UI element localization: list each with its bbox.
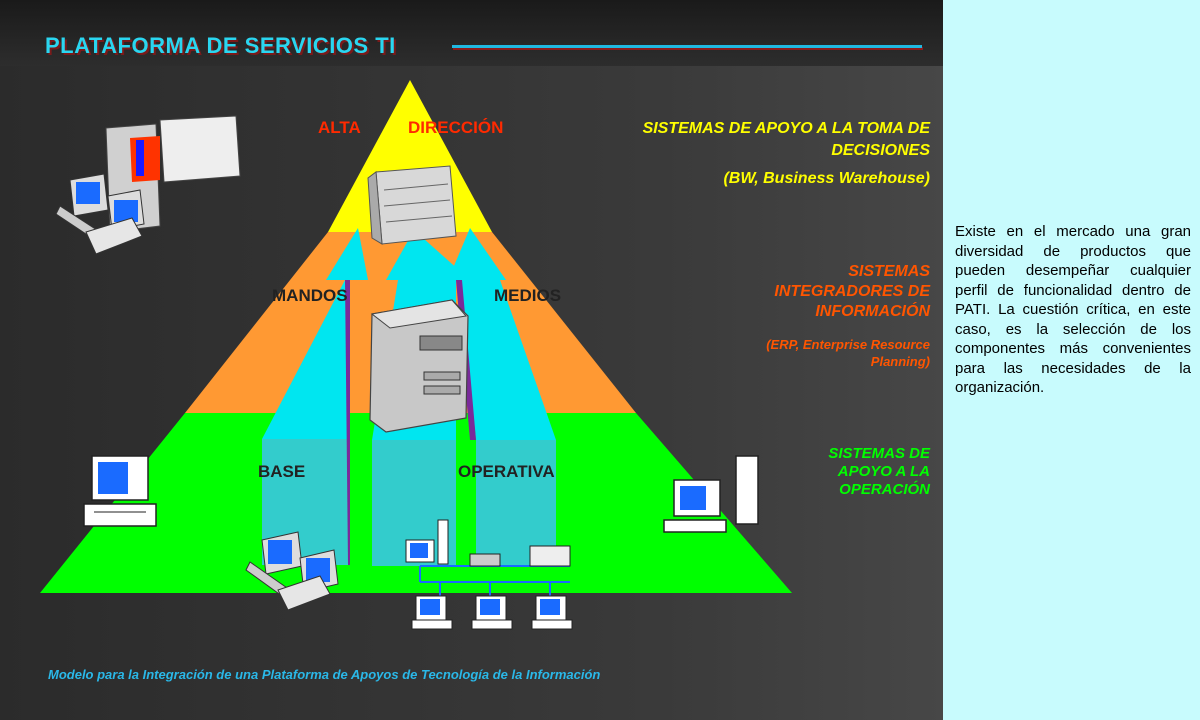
decision-systems-subtitle: (BW, Business Warehouse) (723, 170, 930, 187)
label-operativa: OPERATIVA (458, 462, 555, 481)
integration-systems-title: SISTEMAS INTEGRADORES DE INFORMACIÓN (774, 263, 930, 320)
label-direccion: DIRECCIÓN (408, 118, 504, 137)
side-panel: Existe en el mercado una gran diversidad… (943, 0, 1200, 720)
operation-systems-title: SISTEMAS DE APOYO A LA OPERACIÓN (828, 445, 930, 498)
mainframe-icon (369, 299, 469, 433)
workstation-right-icon (663, 455, 759, 533)
integration-systems-subtitle: (ERP, Enterprise Resource Planning) (766, 337, 930, 369)
slide: PLATAFORMA DE SERVICIOS TI (0, 0, 943, 720)
label-mandos: MANDOS (272, 286, 348, 305)
workstation-left-icon (83, 455, 157, 527)
slide-title: PLATAFORMA DE SERVICIOS TI (45, 33, 396, 58)
pyramid-diagram (40, 80, 792, 630)
footer-caption: Modelo para la Integración de una Plataf… (48, 667, 601, 682)
server-rack-icon (367, 165, 457, 245)
side-paragraph: Existe en el mercado una gran diversidad… (955, 223, 1191, 396)
label-medios: MEDIOS (494, 286, 562, 305)
desktop-cluster-top-icon (55, 115, 241, 255)
title-underline (452, 45, 922, 48)
label-alta: ALTA (318, 118, 361, 137)
desktop-cluster-bottom-icon (245, 531, 339, 611)
decision-systems-title: SISTEMAS DE APOYO A LA TOMA DE DECISIONE… (642, 120, 930, 159)
title-bar: PLATAFORMA DE SERVICIOS TI (0, 0, 943, 66)
label-base: BASE (258, 462, 306, 481)
network-icon (405, 519, 573, 630)
